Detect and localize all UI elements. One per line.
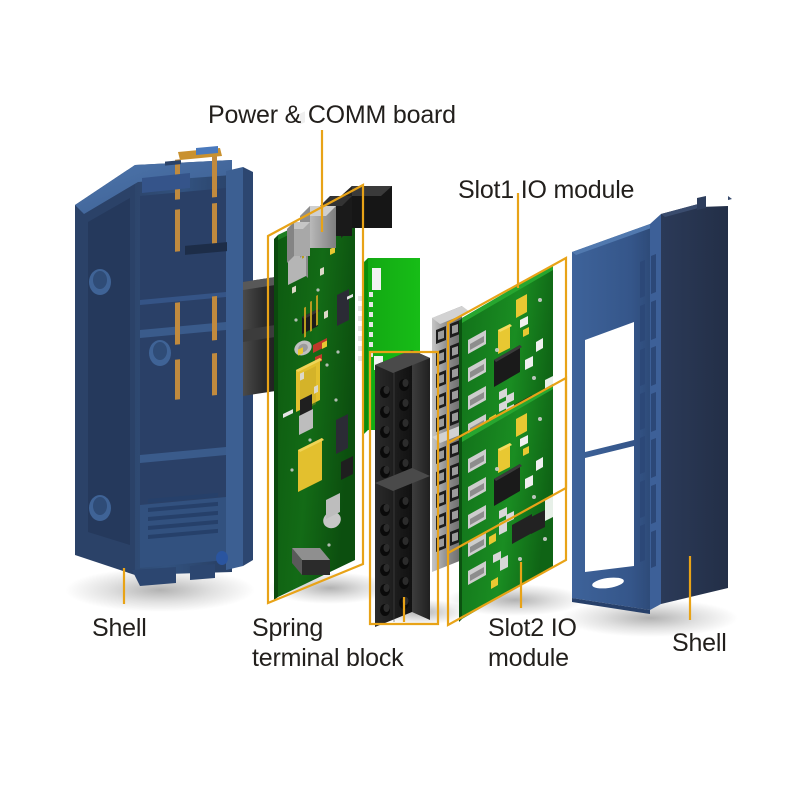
callout-spring-terminal-block [368,350,440,626]
label-slot2-io-module-line2: module [488,644,569,672]
shell-vent-grille [140,492,226,568]
shell-right-vent-slots [640,254,656,568]
label-power-comm-board: Power & COMM board [208,101,456,129]
label-spring-terminal-block-line2: terminal block [252,644,404,672]
callout-slot2-io-module [446,376,568,627]
component-slot2-io-module [459,384,553,622]
backplane-connector-block [243,276,282,396]
shell-internal-ribs [140,292,226,463]
component-shell-left [75,146,253,586]
component-spring-terminal-block [375,350,430,627]
component-power-comm-board [274,111,420,600]
label-slot2-io-module-line1: Slot2 IO [488,614,577,642]
label-spring-terminal-block-line1: Spring [252,614,324,642]
leader-lines [122,130,692,622]
component-shell-right [572,196,732,614]
slot2-components [468,413,553,609]
label-shell-right: Shell [672,629,727,657]
callout-power-comm-board [266,183,365,605]
spring-terminal-block-lower [375,468,430,627]
board-bottom-connector [292,548,330,575]
label-slot1-io-module: Slot1 IO module [458,176,635,204]
callout-outlines [266,183,568,627]
shell-mounting-bosses [89,269,171,521]
label-shell-left: Shell [92,614,147,642]
pcb-components [283,208,353,547]
